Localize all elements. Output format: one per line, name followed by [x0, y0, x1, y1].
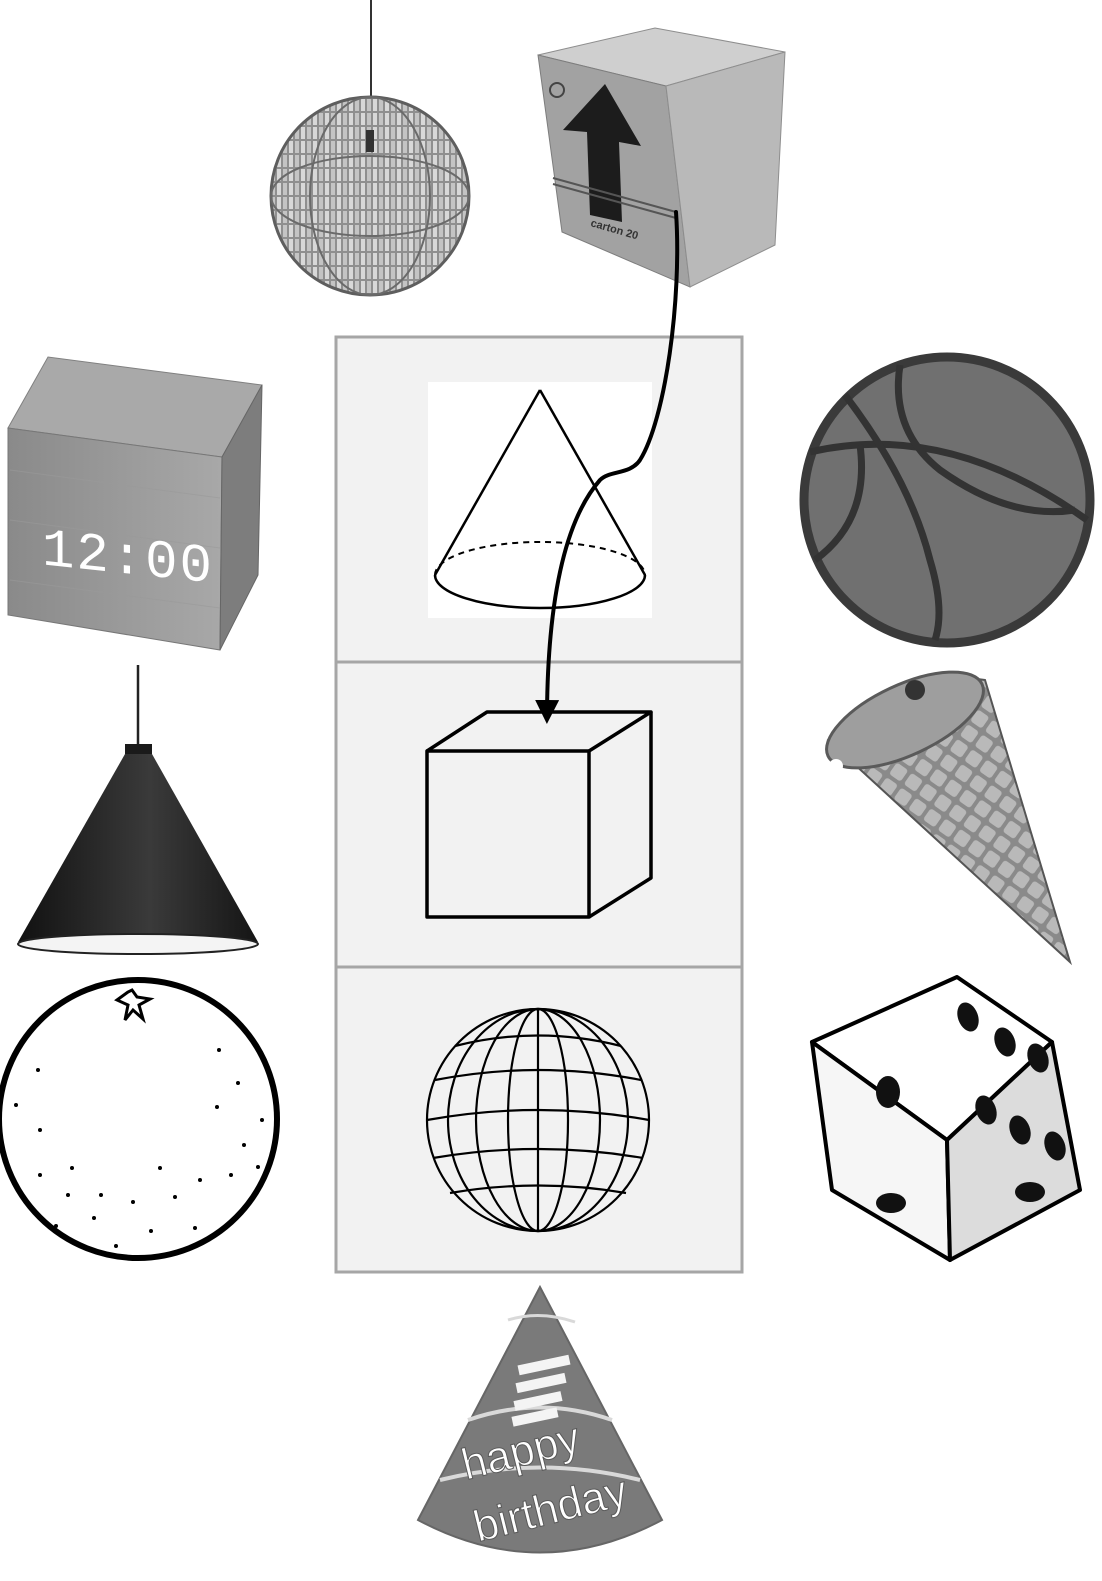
cardboard-box-picture[interactable]: carton 20 [538, 28, 785, 287]
wooden-cube-clock-picture[interactable]: 12:00 [8, 357, 262, 650]
woven-ball-lamp-picture[interactable] [271, 0, 469, 295]
dice-picture[interactable] [812, 977, 1080, 1260]
waffle-cone-picture[interactable] [813, 652, 1070, 962]
cone-shape [428, 382, 652, 618]
basketball-picture[interactable] [804, 357, 1090, 643]
cone-pendant-lamp-picture[interactable] [18, 665, 258, 954]
orange-picture[interactable] [0, 980, 277, 1258]
panel-cube [336, 662, 742, 967]
party-hat-picture[interactable]: happy birthday [418, 1287, 662, 1553]
shape-column [336, 337, 742, 1272]
